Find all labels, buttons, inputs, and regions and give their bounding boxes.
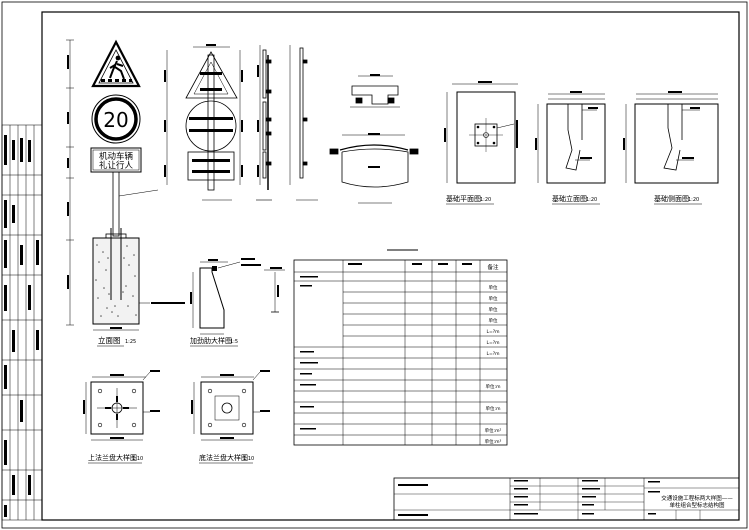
- table-note: L=?m: [486, 340, 499, 346]
- foundation-side-scale: 1:20: [688, 197, 699, 203]
- profile-view: [256, 45, 318, 201]
- pedestrian-crossing-sign: [91, 39, 141, 88]
- table-note: 单位:m: [486, 405, 501, 412]
- front-view: 20 机动车辆 礼让行人: [66, 39, 185, 347]
- table-note: 单位:m: [486, 383, 501, 390]
- pedestrian-icon: [101, 55, 132, 82]
- table-note: L=?m: [486, 329, 499, 335]
- foundation-side-caption: 基础侧面图: [654, 194, 689, 203]
- table-header-remarks: 备注: [487, 263, 499, 271]
- pole: [112, 171, 120, 237]
- table-cell-marks: [300, 263, 472, 430]
- speed-limit-value: 20: [103, 108, 128, 132]
- front-view-caption: 立面图: [98, 335, 121, 345]
- table-note: 单位:m²: [485, 427, 502, 434]
- foundation-plan-scale: 1:20: [480, 197, 491, 203]
- table-columns: [342, 260, 481, 445]
- foundation-plan-caption: 基础平面图: [446, 194, 481, 203]
- foundation-elevation: 基础立面图 1:20: [535, 91, 606, 205]
- stiffener-scale: 1:5: [230, 339, 238, 345]
- drawing-title-line-1: 交通设施工程标两大样图——: [661, 494, 733, 502]
- table-rows: [294, 271, 507, 436]
- auxiliary-plate: 机动车辆 礼让行人: [90, 147, 142, 173]
- upper-flange-scale: 1:10: [132, 456, 143, 462]
- concrete-hatch: [95, 244, 137, 317]
- table-note: 单位: [489, 317, 498, 324]
- clamp-details: [329, 74, 419, 204]
- lower-flange-scale: 1:10: [243, 456, 254, 462]
- upper-flange-caption: 上法兰盘大样图: [88, 453, 137, 462]
- foundation-plan: 基础平面图 1:20: [444, 81, 518, 205]
- lower-flange-caption: 底法兰盘大样图: [199, 453, 248, 462]
- lower-flange-detail: 底法兰盘大样图 1:10: [191, 370, 270, 464]
- table-note: 单位: [489, 284, 498, 291]
- concrete-foundation: [92, 228, 140, 325]
- title-block-marks: [398, 480, 660, 516]
- stiffener-detail: 加劲肋大样图 1:5: [190, 258, 285, 347]
- upper-flange-detail: 上法兰盘大样图 1:10: [83, 370, 160, 464]
- stiffener-caption: 加劲肋大样图: [190, 336, 232, 345]
- inner-frame: [41, 11, 740, 521]
- front-view-scale: 1:25: [125, 339, 136, 345]
- foundation-side: 基础侧面图 1:20: [623, 91, 719, 205]
- table-note: 单位: [489, 295, 498, 302]
- speed-limit-sign: 20: [91, 94, 141, 144]
- table-note: 单位:m³: [485, 438, 502, 445]
- drawing-title-line-2: 单柱组合型标志结构图: [669, 501, 725, 509]
- material-table: 备注 单位 单位 单位 单位 L=?m L=?m L=?m 单位:m 单位:m …: [293, 249, 508, 446]
- title-block: [393, 477, 740, 521]
- plate-line-1: 机动车辆: [99, 151, 134, 162]
- plate-line-2: 礼让行人: [99, 160, 134, 171]
- foundation-elevation-caption: 基础立面图: [552, 194, 587, 203]
- binding-strip-marks: [4, 135, 39, 517]
- table-note: L=?m: [486, 351, 499, 357]
- binding-strip: [1, 124, 43, 521]
- structure-view: [164, 44, 243, 201]
- table-note: 单位: [489, 306, 498, 313]
- foundation-elevation-scale: 1:20: [586, 197, 597, 203]
- mounting-brackets: [189, 72, 233, 173]
